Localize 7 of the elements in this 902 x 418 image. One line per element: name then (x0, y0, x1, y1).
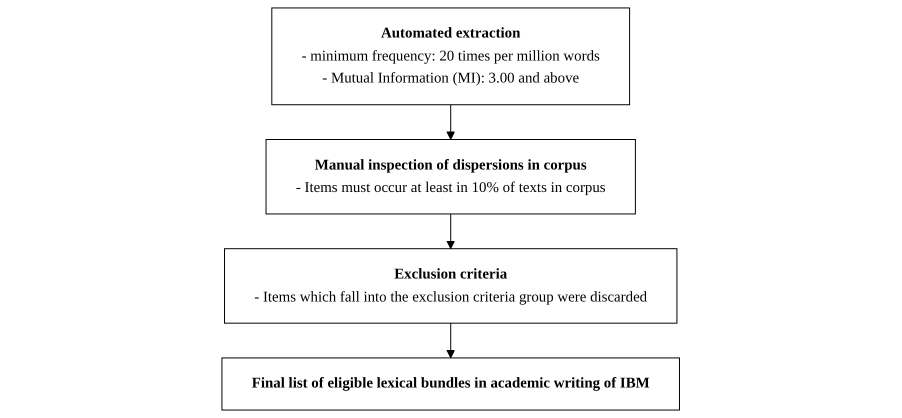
node-box: Exclusion criteria - Items which fall into the exclusion criteria group were discarded (224, 248, 678, 324)
node-box: Final list of eligible lexical bundles in academic writing of IBM (222, 357, 680, 411)
node-box: Automated extraction - minimum frequency: 20 times per million words - Mutual Information (MI): 3.00 and above (272, 7, 630, 106)
arrow (446, 104, 456, 140)
node-box: Manual inspection of dispersions in corpus - Items must occur at least in 10% of texts in corpus (266, 139, 636, 214)
arrow (446, 322, 456, 358)
arrow (446, 213, 456, 250)
